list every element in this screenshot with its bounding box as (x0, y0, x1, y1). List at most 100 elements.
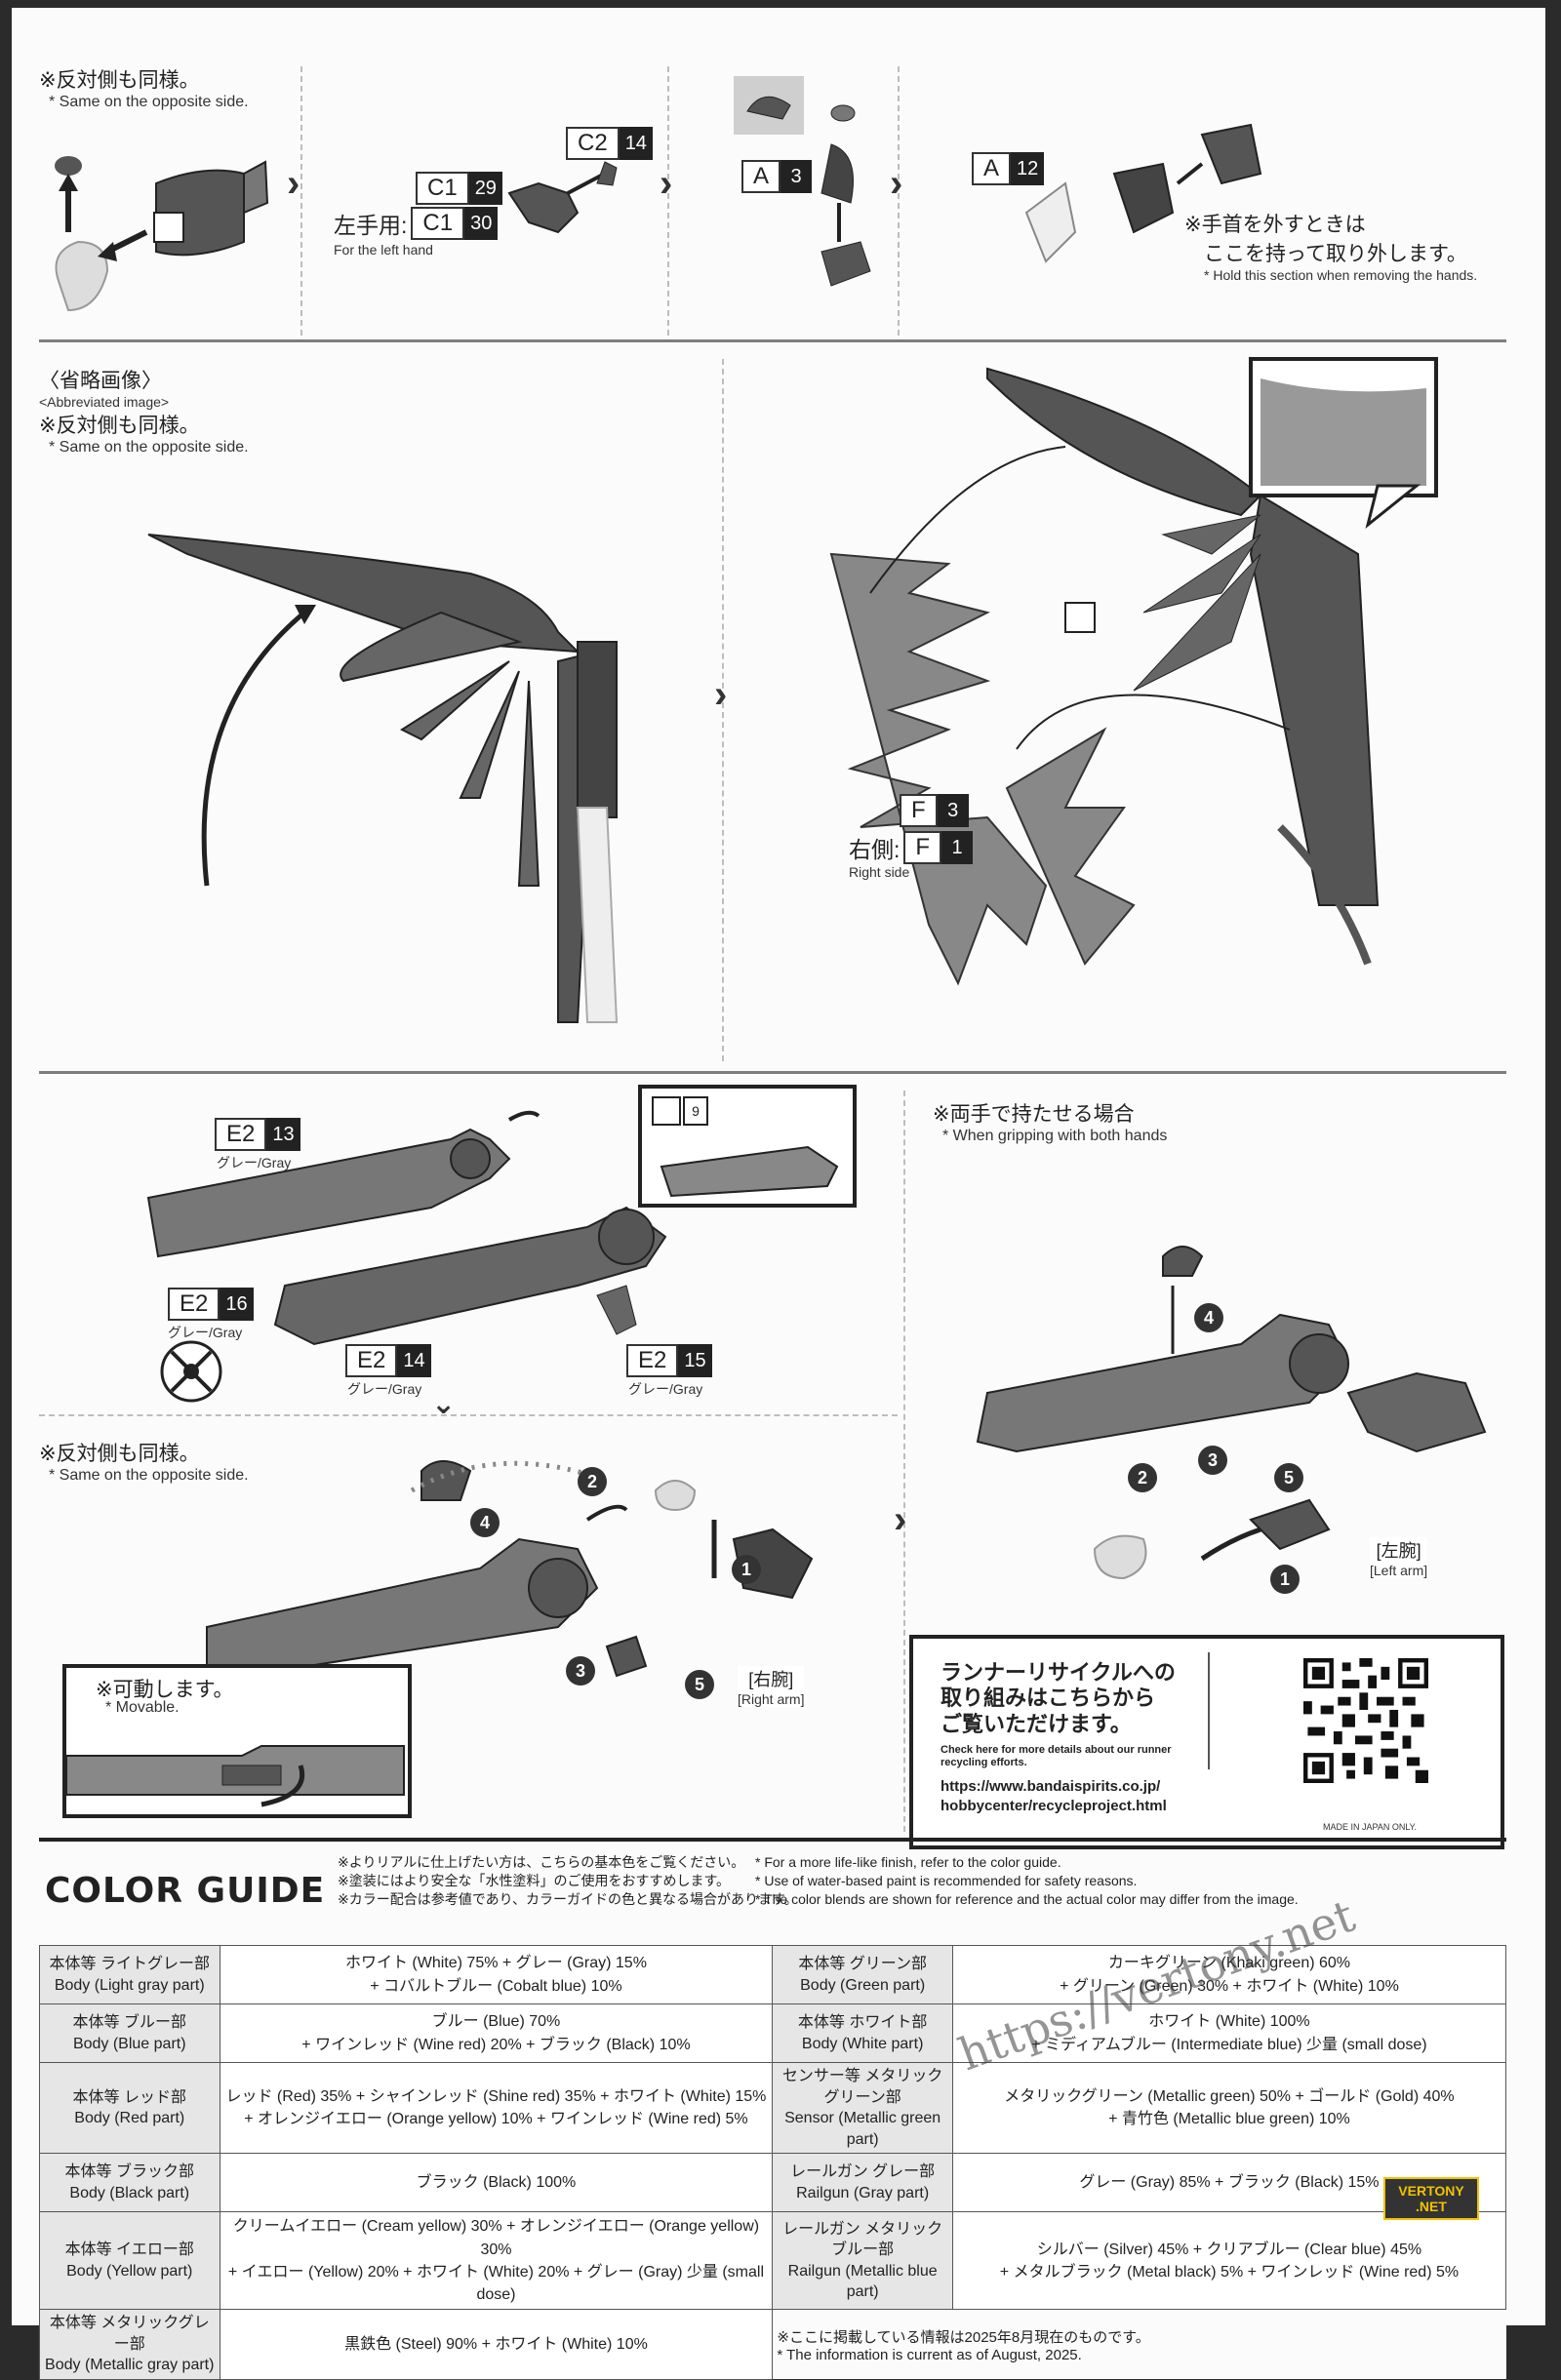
color-mix-cell: カーキグリーン (Khaki green) 60%+ グリーン (Green) … (951, 1945, 1507, 2004)
step-badge-2: 2 (1128, 1463, 1157, 1492)
head-part-illustration (55, 156, 269, 312)
qr-code-icon[interactable] (1303, 1658, 1428, 1783)
same-en: * Same on the opposite side. (49, 1467, 249, 1484)
note-en: * Same on the opposite side. (49, 94, 249, 110)
divider (898, 66, 900, 336)
rotate-icon (160, 1340, 222, 1403)
step-panel-1: ※反対側も同様。 * Same on the opposite side. (39, 64, 249, 111)
divider (300, 66, 302, 336)
recycle-en: Check here for more details about our ru… (941, 1744, 1172, 1769)
color-mix-cell: ブラック (Black) 100% (219, 2153, 774, 2213)
both-hands-illustration (976, 1246, 1487, 1580)
gray-label: グレー/Gray (217, 1155, 292, 1170)
movable-callout: ※可動します。 * Movable. (62, 1664, 412, 1818)
gray-label: グレー/Gray (628, 1381, 703, 1397)
color-mix-cell: レッド (Red) 35% + シャインレッド (Shine red) 35% … (219, 2061, 774, 2155)
abbr-jp: 〈省略画像〉 (39, 370, 162, 392)
abbr-en: <Abbreviated image> (39, 394, 170, 410)
railgun-grip-illustration (206, 1460, 814, 1678)
color-guide-notes-jp: ※よりリアルに仕上げたい方は、こちらの基本色をご覧ください。 ※塗装にはより安全… (338, 1854, 798, 1907)
info-date-note: ※ここに掲載している情報は2025年8月現在のものです。* The inform… (772, 2309, 1506, 2380)
detail-callout: 9 (638, 1085, 857, 1208)
hand-removal-illustration (1024, 123, 1262, 263)
step-panel-4-note: ※手首を外すときは ここを持って取り外します。 * Hold this sect… (1184, 209, 1477, 283)
divider (39, 1414, 898, 1416)
step-badge-2: 2 (578, 1467, 607, 1496)
step-arrow-icon: › (894, 1498, 907, 1541)
section-divider (39, 339, 1506, 342)
divider (722, 359, 724, 1061)
made-in-label: MADE IN JAPAN ONLY. (1323, 1822, 1418, 1832)
step-arrow-icon: › (660, 162, 673, 205)
small-tag-icon (652, 1096, 681, 1126)
step-badge-1: 1 (732, 1555, 761, 1584)
movable-en: * Movable. (105, 1699, 180, 1716)
wing-effect-illustration (829, 357, 1438, 986)
color-mix-cell: ブルー (Blue) 70%+ ワインレッド (Wine red) 20% + … (219, 2003, 774, 2063)
recycle-info-box: ランナーリサイクルへの 取り組みはこちらから ご覧いただけます。 Check h… (909, 1635, 1504, 1849)
recycle-url[interactable]: https://www.bandaispirits.co.jp/ hobbyce… (941, 1778, 1167, 1815)
divider (903, 1091, 905, 1832)
step-arrow-icon: › (714, 673, 728, 716)
recycle-jp: ランナーリサイクルへの 取り組みはこちらから ご覧いただけます。 (941, 1660, 1176, 1736)
same-side-note: ※反対側も同様。 * Same on the opposite side. (39, 1438, 249, 1485)
step-badge-1: 1 (1270, 1565, 1300, 1594)
section-divider (39, 1071, 1506, 1074)
instruction-page: ※反対側も同様。 * Same on the opposite side. › … (12, 8, 1545, 2380)
small-tag-number: 9 (683, 1096, 708, 1126)
step-badge-4: 4 (1194, 1303, 1223, 1332)
step-arrow-icon: › (890, 162, 903, 205)
step-badge-5: 5 (685, 1670, 714, 1699)
color-mix-cell: 黒鉄色 (Steel) 90% + ホワイト (White) 10% (219, 2309, 774, 2380)
gray-label: グレー/Gray (347, 1381, 422, 1397)
railgun-assembly-illustration (146, 1110, 726, 1367)
note-jp-2: ここを持って取り外します。 (1204, 243, 1467, 265)
section-divider (39, 1838, 1506, 1842)
step-badge-4: 4 (470, 1508, 500, 1537)
right-side-en: Right side (849, 864, 910, 880)
left-arm-label: [左腕] [Left arm] (1370, 1537, 1428, 1578)
same-jp: ※反対側も同様。 (39, 415, 200, 437)
color-mix-cell: ホワイト (White) 100%+ ミディアムブルー (Intermediat… (951, 2003, 1507, 2063)
abbreviated-note: 〈省略画像〉 <Abbreviated image> ※反対側も同様。 * Sa… (39, 365, 249, 456)
color-mix-cell: シルバー (Silver) 45% + クリアブルー (Clear blue) … (951, 2211, 1507, 2311)
both-hands-note: ※両手で持たせる場合 * When gripping with both han… (933, 1098, 1167, 1145)
note-en: * Hold this section when removing the ha… (1204, 267, 1478, 283)
step-arrow-icon: › (287, 162, 300, 205)
movable-jp: ※可動します。 (96, 1679, 234, 1701)
step-badge-5: 5 (1274, 1463, 1303, 1492)
both-en: * When gripping with both hands (942, 1128, 1168, 1144)
left-hand-en: For the left hand (334, 242, 433, 258)
note-jp-1: ※手首を外すときは (1184, 214, 1366, 236)
same-jp: ※反対側も同様。 (39, 1443, 200, 1465)
gray-label: グレー/Gray (168, 1325, 243, 1340)
same-en: * Same on the opposite side. (49, 439, 249, 456)
hand-part-illustration (507, 161, 618, 234)
hand-swap-illustration (734, 76, 871, 287)
step-badge-3: 3 (566, 1656, 595, 1686)
